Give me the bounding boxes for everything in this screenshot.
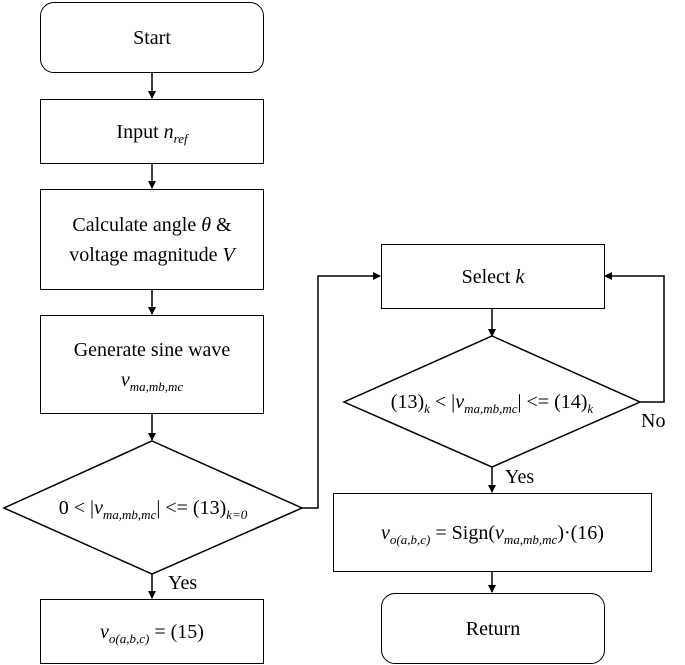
return-terminal: Return xyxy=(381,593,605,664)
start-terminal: Start xyxy=(40,2,264,73)
arrow-decision1-to-selectk xyxy=(302,272,381,509)
decision1-diamond xyxy=(2,440,304,575)
arrow-decision2-no-loop xyxy=(604,272,665,403)
output16-process: vo(a,b,c) = Sign(vma,mb,mc)·(16) xyxy=(333,493,652,572)
generate-line-2: vma,mb,mc xyxy=(120,368,184,394)
input-text: Input nref xyxy=(116,120,188,146)
decision2-label: (13)k < |vma,mb,mc| <= (14)k xyxy=(390,390,594,416)
input-process: Input nref xyxy=(40,99,264,164)
calculate-process: Calculate angle θ & voltage magnitude V xyxy=(40,189,264,290)
yes-label-decision1: Yes xyxy=(168,572,198,594)
calculate-line-2: voltage magnitude V xyxy=(69,243,235,266)
selectk-text: Select k xyxy=(461,265,525,288)
generate-line-1: Generate sine wave xyxy=(73,338,231,361)
generate-process: Generate sine wave vma,mb,mc xyxy=(40,315,264,414)
selectk-process: Select k xyxy=(381,244,605,309)
output16-text: vo(a,b,c) = Sign(vma,mb,mc)·(16) xyxy=(381,521,604,547)
yes-label-decision2: Yes xyxy=(505,466,535,488)
start-label: Start xyxy=(133,26,171,49)
output15-process: vo(a,b,c) = (15) xyxy=(40,599,264,664)
output15-text: vo(a,b,c) = (15) xyxy=(100,620,204,646)
calculate-line-1: Calculate angle θ & xyxy=(72,213,232,236)
decision2-diamond xyxy=(342,335,642,468)
decision1-label: 0 < |vma,mb,mc| <= (13)k=0 xyxy=(58,496,248,522)
no-label-decision2: No xyxy=(641,410,666,432)
return-label: Return xyxy=(465,617,521,640)
